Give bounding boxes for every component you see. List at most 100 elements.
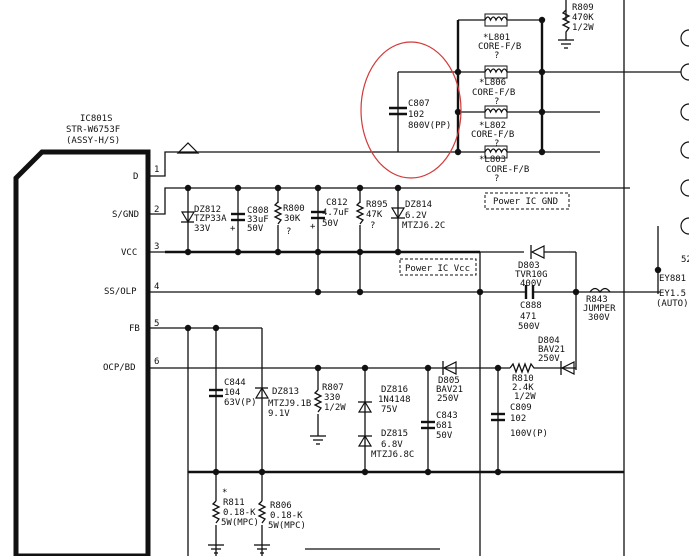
svg-text:+: +: [230, 224, 236, 234]
r811-mark: *: [222, 488, 227, 498]
auto-label: (AUTO): [656, 299, 689, 309]
r809-ref: R809: [572, 3, 594, 13]
r895-note: ?: [370, 221, 375, 231]
l802-value: CORE-F/B: [471, 130, 514, 140]
power-ic-vcc-label: Power IC Vcc: [405, 264, 470, 274]
r843-ref: R843: [586, 295, 608, 305]
dz812-value: TZP33A: [194, 214, 227, 224]
dz812-rating: 33V: [194, 224, 211, 234]
inductor-symbols: [484, 13, 508, 159]
d803-value: TVR10G: [515, 270, 548, 280]
c843-value: 681: [436, 421, 452, 431]
connector-pins: [680, 29, 689, 235]
r800-value: 30K: [284, 214, 301, 224]
pin-5-name: FB: [129, 324, 140, 334]
pin-6-name: OCP/BD: [103, 363, 136, 373]
d803-rating: 400V: [520, 279, 542, 289]
r809-resistor: [561, 9, 571, 40]
r809-value: 470K: [572, 13, 594, 23]
pin-4-name: SS/OLP: [104, 287, 137, 297]
pin-3-number: 3: [154, 242, 159, 252]
c808-rating: 50V: [247, 224, 264, 234]
r810-rating: 1/2W: [514, 392, 536, 402]
c809-value: 102: [510, 414, 526, 424]
c812-ref: C812: [326, 198, 348, 208]
dz814-rating: MTZJ6.2C: [402, 221, 445, 231]
dz813-rating: 9.1V: [268, 409, 290, 419]
wires: [148, 0, 689, 556]
r807-value: 330: [324, 393, 340, 403]
r811-rating: 5W(MPC): [221, 518, 259, 528]
l806-value: CORE-F/B: [472, 88, 515, 98]
dz816-rating: 75V: [381, 405, 398, 415]
c812-rating: 50V: [322, 219, 339, 229]
l803-ref: *L803: [479, 155, 506, 165]
l803-note: ?: [494, 174, 499, 184]
r807-rating: 1/2W: [324, 403, 346, 413]
r810-ref: R810: [512, 374, 534, 384]
d805-ref: D805: [438, 376, 460, 386]
r811-ref: R811: [223, 498, 245, 508]
r806-rating: 5W(MPC): [268, 521, 306, 531]
pin-4-number: 4: [154, 282, 159, 292]
r800-ref: R800: [283, 204, 305, 214]
junctions: [184, 16, 662, 476]
dz814-value: 6.2V: [405, 211, 427, 221]
c807-ref: C807: [408, 99, 430, 109]
dz814-zener: [390, 207, 406, 220]
c812-value: 4.7uF: [322, 208, 349, 218]
c844-rating: 63V(P): [224, 398, 257, 408]
pin-1-name: D: [133, 172, 138, 182]
r895-resistor: [355, 201, 365, 225]
c843-rating: 50V: [436, 431, 453, 441]
c808-value: 33uF: [247, 215, 269, 225]
r810-value: 2.4K: [512, 383, 534, 393]
r809-rating: 1/2W: [572, 23, 594, 33]
d803-diode: [530, 245, 545, 259]
dz816-diode: [357, 400, 373, 413]
r807-ref: R807: [322, 383, 344, 393]
l806-note: ?: [494, 97, 499, 107]
pin-2-name: S/GND: [112, 210, 139, 220]
c809-rating: 100V(P): [510, 429, 548, 439]
l802-ref: *L802: [479, 121, 506, 131]
c888-ref: C888: [520, 301, 542, 311]
pin-6-number: 6: [154, 357, 159, 367]
r810-resistor: [509, 362, 536, 374]
d805-rating: 250V: [437, 394, 459, 404]
ey1-label: EY1.5: [659, 289, 686, 299]
dz815-zener: [357, 434, 373, 447]
c844-value: 104: [224, 388, 240, 398]
l802-note: ?: [494, 139, 499, 149]
pin-5-number: 5: [154, 319, 159, 329]
dz816-ref: DZ816: [381, 385, 408, 395]
r800-note: ?: [286, 227, 291, 237]
r807-resistor: [313, 389, 323, 413]
pin-1-number: 1: [154, 165, 159, 175]
c807-value: 102: [408, 110, 424, 120]
l801-note: ?: [494, 51, 499, 61]
c844-ref: C844: [224, 378, 246, 388]
svg-text:+: +: [310, 222, 316, 232]
dz815-rating: MTZJ6.8C: [371, 450, 414, 460]
ic-ref: IC801S: [80, 114, 113, 124]
dz815-value: 6.8V: [381, 440, 403, 450]
r843-rating: 300V: [588, 313, 610, 323]
r843-jumper: [589, 287, 611, 294]
pin-2-number: 2: [154, 205, 159, 215]
pin-3-name: VCC: [121, 248, 137, 258]
ic-part: STR-W6753F: [66, 125, 120, 135]
c809-ref: C809: [510, 403, 532, 413]
power-ic-vcc-box: [399, 258, 477, 276]
dz813-value: MTZJ9.1B: [268, 399, 311, 409]
d805-diode: [442, 361, 457, 375]
dz812-ref: DZ812: [194, 205, 221, 215]
r806-resistor: [257, 500, 267, 524]
d805-value: BAV21: [436, 385, 463, 395]
ey881-label: EY881: [659, 274, 686, 284]
l801-ref: *L801: [483, 33, 510, 43]
c888-rating: 500V: [518, 322, 540, 332]
c843-ref: C843: [436, 411, 458, 421]
l803-value: CORE-F/B: [486, 165, 529, 175]
